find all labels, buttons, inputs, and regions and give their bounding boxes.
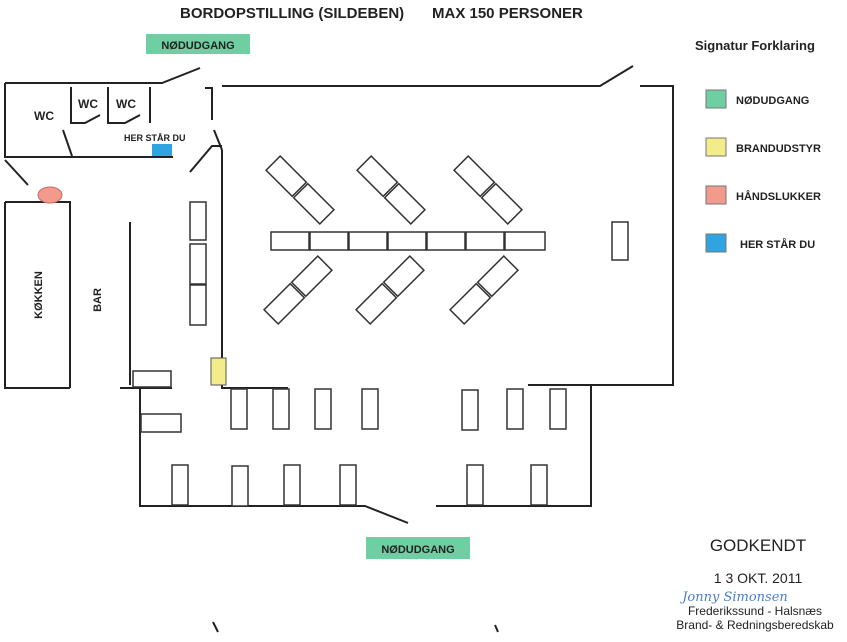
svg-text:NØDUDGANG: NØDUDGANG xyxy=(161,40,234,52)
emergency-exit-top: NØDUDGANG xyxy=(146,34,250,54)
you-are-here-marker xyxy=(152,144,172,156)
legend-label: HER STÅR DU xyxy=(740,238,815,251)
legend-label: HÅNDSLUKKER xyxy=(736,190,821,203)
stamp-status: GODKENDT xyxy=(710,536,806,555)
legend-label: BRANDUDSTYR xyxy=(736,143,821,155)
legend-swatch-emergency-exit xyxy=(705,89,727,109)
wc-label: WC xyxy=(78,97,98,111)
stamp-org-line1: Frederikssund - Halsnæs xyxy=(688,604,822,618)
stamp-date: 1 3 OKT. 2011 xyxy=(714,570,803,586)
legend-label: NØDUDGANG xyxy=(736,95,809,107)
fire-equipment-marker xyxy=(210,357,227,386)
walls xyxy=(4,65,674,633)
bar-label: BAR xyxy=(92,288,104,312)
legend-swatch-fire-extinguisher xyxy=(705,185,727,205)
tables xyxy=(132,154,629,507)
wc-label: WC xyxy=(34,109,54,123)
approval-stamp: GODKENDT 1 3 OKT. 2011 Jonny Simonsen Fr… xyxy=(676,536,834,632)
you-are-here-label: HER STÅR DU xyxy=(124,133,186,143)
kitchen-label: KØKKEN xyxy=(33,271,45,319)
fire-extinguisher-marker xyxy=(37,186,63,204)
signature: Jonny Simonsen xyxy=(679,590,788,605)
legend-swatch-you-are-here xyxy=(705,233,727,253)
emergency-exit-bottom: NØDUDGANG xyxy=(366,537,470,559)
legend-swatch-fire-equipment xyxy=(705,137,727,157)
wc-label: WC xyxy=(116,97,136,111)
svg-text:NØDUDGANG: NØDUDGANG xyxy=(381,544,454,556)
plan-title: BORDOPSTILLING (SILDEBEN) xyxy=(180,5,404,22)
legend: Signatur Forklaring NØDUDGANG BRANDUDSTY… xyxy=(695,38,821,253)
capacity-label: MAX 150 PERSONER xyxy=(432,5,583,22)
legend-title: Signatur Forklaring xyxy=(695,38,815,53)
stamp-org-line2: Brand- & Redningsberedskab xyxy=(676,618,834,632)
